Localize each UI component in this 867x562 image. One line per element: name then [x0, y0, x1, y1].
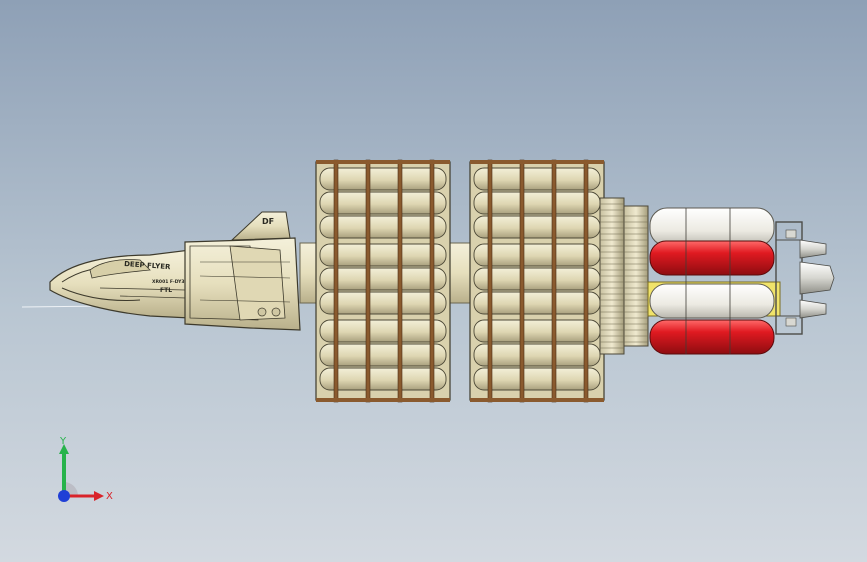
cargo-pod — [473, 319, 601, 343]
cargo-strap — [583, 159, 589, 403]
name-plate: DEEP FLYER — [124, 260, 171, 271]
fuel-tank-red-upper — [649, 240, 775, 276]
engine-ring[interactable] — [599, 197, 649, 355]
cargo-pod — [473, 367, 601, 391]
cargo-pod — [319, 319, 447, 343]
fin-marking: DF — [262, 217, 274, 226]
cargo-pod — [473, 167, 601, 191]
x-axis-label: X — [106, 491, 113, 502]
cargo-pod — [319, 267, 447, 291]
cargo-pod — [473, 267, 601, 291]
cargo-pod — [319, 343, 447, 367]
cargo-strap — [397, 159, 403, 403]
cargo-strap — [551, 159, 557, 403]
y-axis-label: Y — [59, 436, 67, 447]
cargo-pod — [319, 191, 447, 215]
cargo-pod — [473, 191, 601, 215]
cargo-pod — [319, 291, 447, 315]
z-axis — [58, 490, 70, 502]
registration-marking: XR001 F-DY3 — [152, 279, 185, 285]
hull-logo: FTL — [160, 287, 172, 294]
cargo-pod-module[interactable] — [315, 159, 451, 403]
cargo-pod — [473, 343, 601, 367]
cargo-pod — [473, 215, 601, 239]
cargo-pod — [319, 167, 447, 191]
cargo-pod — [319, 367, 447, 391]
fuel-tank-red-lower — [649, 319, 775, 355]
cargo-strap — [487, 159, 493, 403]
cargo-strap — [333, 159, 339, 403]
fuel-tank-white-lower — [649, 283, 775, 319]
cargo-pod — [319, 243, 447, 267]
x-axis-arrowhead — [94, 491, 104, 501]
cargo-pod — [319, 215, 447, 239]
cargo-strap — [429, 159, 435, 403]
cargo-strap — [519, 159, 525, 403]
cargo-pod-module[interactable] — [469, 159, 605, 403]
y-axis-arrowhead — [59, 444, 69, 454]
cargo-strap — [365, 159, 371, 403]
cockpit-section[interactable]: DEEP FLYER XR001 F-DY3 FTL DF — [49, 211, 301, 331]
rear-thrusters[interactable] — [775, 221, 835, 335]
fuel-tank-cluster[interactable] — [647, 207, 781, 355]
cargo-pod — [473, 291, 601, 315]
fuel-tank-white-top — [649, 207, 775, 247]
cargo-pod — [473, 243, 601, 267]
axis-triad[interactable]: Y X — [40, 436, 120, 516]
cargo-pod-modules[interactable] — [315, 159, 605, 403]
dorsal-fin — [230, 211, 291, 241]
